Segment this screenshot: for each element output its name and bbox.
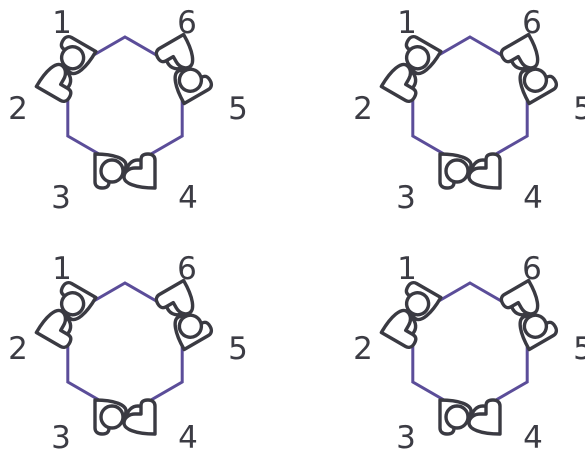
- seat-label-4: 4: [523, 180, 543, 216]
- seat-label-1: 1: [52, 5, 72, 41]
- people-around-table-icon: [381, 35, 558, 188]
- seat-label-6: 6: [522, 251, 542, 287]
- seat-label-5: 5: [573, 331, 585, 367]
- seat-label-2: 2: [8, 91, 28, 127]
- arrangement-bottom-left: 1 2 3 4 5 6: [8, 251, 248, 452]
- people-around-table-icon: [381, 281, 558, 434]
- seat-label-2: 2: [353, 331, 373, 367]
- seat-label-1: 1: [52, 251, 72, 287]
- seat-label-6: 6: [522, 5, 542, 41]
- seat-label-4: 4: [523, 420, 543, 452]
- seat-label-4: 4: [178, 420, 198, 452]
- seat-label-5: 5: [228, 91, 248, 127]
- people-around-table-icon: [36, 35, 213, 188]
- seat-label-5: 5: [573, 91, 585, 127]
- seat-label-1: 1: [397, 5, 417, 41]
- seat-label-6: 6: [177, 5, 197, 41]
- seat-label-2: 2: [8, 331, 28, 367]
- arrangement-top-right: 1 2 3 4 5 6: [353, 5, 585, 216]
- people-around-table-icon: [36, 281, 213, 434]
- seat-label-5: 5: [228, 331, 248, 367]
- seat-label-4: 4: [178, 180, 198, 216]
- arrangement-top-left: 1 2 3 4 5 6: [8, 5, 248, 216]
- seat-label-6: 6: [177, 251, 197, 287]
- seat-label-2: 2: [353, 91, 373, 127]
- seat-label-1: 1: [397, 251, 417, 287]
- seat-label-3: 3: [51, 180, 71, 216]
- seat-label-3: 3: [396, 420, 416, 452]
- seat-label-3: 3: [396, 180, 416, 216]
- seat-label-3: 3: [51, 420, 71, 452]
- arrangement-bottom-right: 1 2 3 4 5 6: [353, 251, 585, 452]
